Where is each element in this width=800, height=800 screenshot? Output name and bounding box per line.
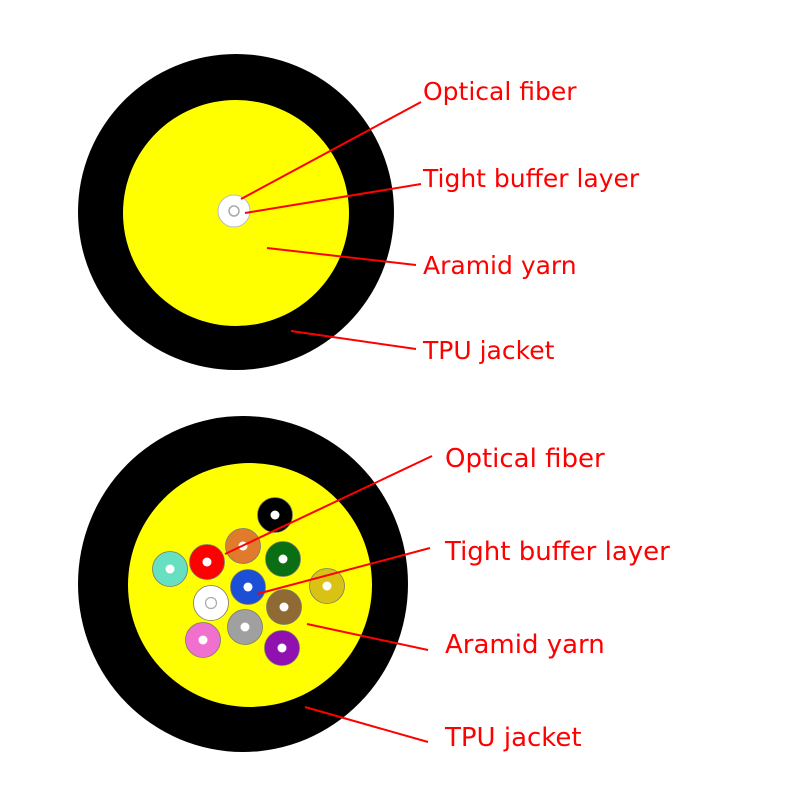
fiber-core-green xyxy=(278,554,288,564)
single-core-cable: Optical fiber Tight buffer layer Aramid … xyxy=(78,54,640,370)
label-aramid-yarn: Aramid yarn xyxy=(423,251,577,280)
fiber-core-aqua xyxy=(165,564,175,574)
fiber-core-brown xyxy=(279,602,289,612)
leader-tpu-jacket xyxy=(290,330,417,350)
leader-tight-buffer xyxy=(256,547,431,595)
label-aramid-yarn: Aramid yarn xyxy=(445,630,605,660)
fiber-core-white xyxy=(204,596,218,610)
leader-aramid-yarn xyxy=(266,247,417,266)
fiber-core-black xyxy=(270,510,280,520)
leader-tpu-jacket xyxy=(304,706,429,743)
label-optical-fiber: Optical fiber xyxy=(423,77,577,106)
fiber-core-blue xyxy=(243,582,253,592)
fiber-core-violet xyxy=(277,643,287,653)
fiber-bundle xyxy=(152,497,345,666)
fiber-core-gray xyxy=(240,622,250,632)
multi-core-cable: Optical fiber Tight buffer layer Aramid … xyxy=(78,416,670,753)
fiber-core-red xyxy=(202,557,212,567)
label-tpu-jacket: TPU jacket xyxy=(444,723,582,753)
label-tight-buffer-layer: Tight buffer layer xyxy=(444,537,670,567)
leader-tight-buffer xyxy=(244,183,422,214)
label-tight-buffer-layer: Tight buffer layer xyxy=(422,164,640,193)
label-optical-fiber: Optical fiber xyxy=(445,444,605,474)
optical-fiber-core xyxy=(228,205,240,217)
fiber-core-rose xyxy=(198,635,208,645)
fiber-core-yellow xyxy=(322,581,332,591)
leader-optical-fiber xyxy=(224,455,433,555)
leader-optical-fiber xyxy=(240,101,422,200)
leader-aramid-yarn xyxy=(306,623,429,651)
label-tpu-jacket: TPU jacket xyxy=(422,336,555,365)
